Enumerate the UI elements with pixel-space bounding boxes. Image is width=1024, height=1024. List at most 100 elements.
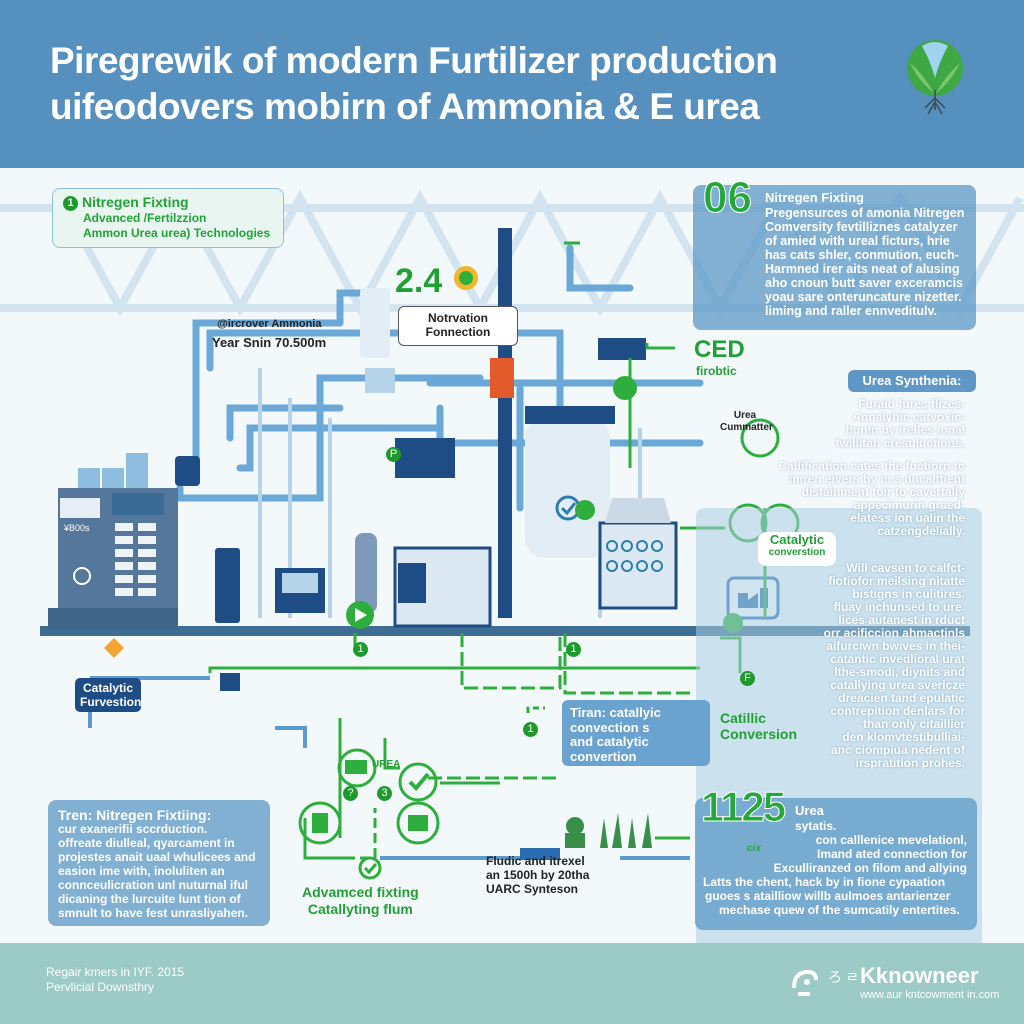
panel-line: dicaning the lurcuite lunt tion of: [58, 892, 241, 906]
footer-line: Pervlicial Downsthry: [46, 980, 155, 994]
small-monitor-icon: [220, 673, 240, 691]
panel-line: cur exanerifii sccrduction.: [58, 822, 208, 836]
text-line: than only citaillier: [862, 717, 965, 731]
panel-line: mechase quew of the sumcatily entertites…: [719, 903, 960, 917]
step-badge: 3: [377, 786, 392, 801]
step-badge: 1: [523, 722, 538, 737]
warning-icon: [104, 638, 124, 658]
panel-title: Urea: [795, 803, 824, 818]
ced-title: CED: [694, 336, 745, 363]
label-line: Tiran: catallyic: [570, 705, 661, 720]
panel-unit: cix: [747, 843, 761, 854]
panel-line: offreate diulleal, qyarcament in: [58, 836, 235, 850]
panel-line: guoes s atailliow willb aulmoes antarien…: [705, 889, 951, 903]
floor-rail: [40, 626, 970, 636]
text-line: Will cavsen to calfct-: [846, 561, 965, 575]
text-line: lices autanest in rduct: [838, 613, 965, 627]
catalytic-line: converstion: [768, 547, 826, 558]
footer-credits: Regair kmers in IYF. 2015 Pervlicial Dow…: [46, 965, 184, 995]
step-badge: 1: [566, 642, 581, 657]
panel-line: projestes anait uaal whulicees and: [58, 850, 256, 864]
text-line: aifurciwn bwives in thei-: [826, 639, 965, 653]
step-badge: P: [386, 447, 401, 462]
text-line: appecimurin graed-: [853, 498, 965, 512]
control-panel-label: ¥B00s: [64, 523, 90, 533]
panel-line: yoau sare onteruncature nizetter.: [765, 290, 962, 304]
venn-label: Urea Cummatter: [720, 410, 773, 434]
page-title: Piregrewik of modern Furtilizer producti…: [50, 38, 778, 130]
urea-synthesis-para-3: Will cavsen to calfct- fiotiofor meilsin…: [800, 562, 965, 770]
title-line-2: uifeodovers mobirn of Ammonia & E urea: [50, 86, 760, 127]
text-line: lthe-smodi, diynits and: [834, 665, 965, 679]
plants-illustration: [565, 813, 652, 848]
label-line: Fludic and itrexel: [486, 854, 585, 868]
text-line: Furaid fures flizes-: [858, 397, 965, 411]
label-line: and catalytic: [570, 734, 649, 749]
label-line: UARC Synteson: [486, 882, 579, 896]
urea-synthesis-para-1: Furaid fures flizes- Annalyhic catvoxic-…: [820, 398, 965, 450]
label-line: Catillic: [720, 710, 766, 726]
text-line: dreacien tand epulatic: [838, 691, 965, 705]
text-line: bunin by irelles ional: [845, 423, 965, 437]
brand-icon: [792, 969, 818, 996]
ced-subtitle: firobtic: [696, 364, 737, 378]
label-line: convertion: [570, 748, 637, 764]
panel-line: of amied with ureal ficturs, hrie: [765, 234, 950, 248]
panel-line: Comversity fevtilliznes catalyzer: [765, 220, 958, 234]
tiran-callout-box: Tiran: catallyic convection s and cataly…: [562, 700, 710, 766]
title-line-1: Piregrewik of modern Furtilizer producti…: [50, 40, 778, 81]
panel-line: easion ime with, inoluliten an: [58, 864, 225, 878]
text-line: fwillitan cresuluctions.: [835, 436, 965, 450]
panel-line: con calllenice mevelationl,: [815, 833, 967, 847]
label-line: Advamced fixting: [302, 884, 419, 900]
catalytic-line: Catalytic: [769, 532, 825, 547]
label-line: an 1500h by 20tha: [486, 868, 590, 882]
catalytic-conversion-box: Catalytic converstion: [758, 532, 836, 566]
text-line: bistigns in culitires.: [852, 587, 965, 601]
panel-nitrogen-fixing-06: 06 Nitregen Fixting Pregensurces of amon…: [693, 173, 976, 330]
panel-line: has cats shler, conmution, euch-: [765, 248, 959, 262]
urea-synthesis-title: Urea Synthenia:: [848, 370, 976, 392]
label-line: Furvestion: [80, 695, 142, 709]
panel-line: connceulicration unl nuturnal iful: [58, 878, 249, 892]
panel-line: liming and raller ennveditulv.: [765, 304, 938, 318]
step-badge: ?: [343, 786, 358, 801]
text-line: orr acificcion ahmactinls: [823, 626, 965, 640]
brand-url[interactable]: www.aur kntcowment in.com: [860, 989, 1000, 1001]
step-badge: 1: [63, 196, 78, 211]
venn-label-line: Urea: [733, 410, 757, 421]
footer: Regair kmers in IYF. 2015 Pervlicial Dow…: [0, 943, 1024, 1024]
callout-line: Ammon Urea urea) Technologies: [83, 226, 271, 240]
callout-title: Nitregen Fixting: [82, 194, 189, 210]
ammonia-label: @ircrover Ammonia: [217, 318, 322, 330]
panel-urea-1125: 1125 cix Urea sytatis. con calllenice me…: [695, 786, 977, 930]
panel-number: 06: [703, 173, 753, 222]
label-line: Catalytic: [82, 681, 134, 695]
panel-line: Exculliranzed on filom and allying: [773, 861, 967, 875]
notrvation-line: Notrvation: [428, 311, 488, 325]
text-line: anc ciompiua nedent of: [830, 743, 965, 757]
notrvation-box: Notrvation Fonnection: [398, 306, 518, 346]
brand-name: Kknowneer: [860, 963, 979, 988]
panel-line: Harmned irer aits neat of alusing: [765, 262, 960, 276]
panel-title: Tren: Nitregen Fixtiing:: [58, 807, 212, 823]
text-line: Annalyhic catvoxic-: [852, 410, 965, 424]
footer-line: Regair kmers in IYF. 2015: [46, 965, 185, 979]
catillic-conversion-label: Catillic Conversion: [720, 710, 797, 742]
brand-prefix: ろ ㄹ: [828, 969, 859, 985]
panel-line: Imand ated connection for: [816, 847, 967, 861]
text-line: Catlification cates the fuctiorn to: [778, 459, 965, 473]
header-banner: Piregrewik of modern Furtilizer producti…: [0, 0, 1024, 168]
notrvation-number: 2.4: [395, 262, 443, 300]
panel-line: smnult to have fest unrasliyahen.: [58, 906, 249, 920]
text-line: fiotiofor meilsing nitatte: [828, 574, 965, 588]
label-line: convection s: [570, 719, 650, 735]
text-line: catantic invedlioral urat: [830, 652, 965, 666]
catalytic-furvestion-box: Catalytic Furvestion: [75, 678, 141, 712]
text-line: catallying urea svericze: [830, 678, 965, 692]
globe-leaves-icon: [907, 40, 963, 115]
label-line: Conversion: [720, 726, 798, 742]
control-cabinet: [48, 453, 178, 630]
